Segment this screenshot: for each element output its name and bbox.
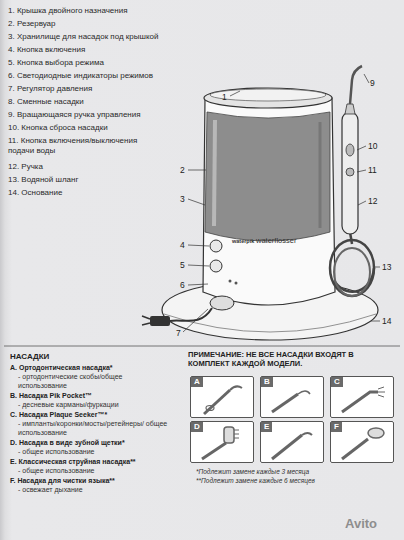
legend-list-item: 11. Кнопка включения/выключения подачи в…: [8, 136, 158, 156]
callout-number: 6: [180, 280, 185, 290]
tip-usage: - импланты/коронки/мосты/ретейнеры/ обще…: [18, 420, 168, 437]
callout-number: 3: [180, 194, 185, 204]
tip-box: A: [190, 376, 254, 418]
tip-letter: B: [261, 377, 273, 387]
tip-letter: D: [191, 422, 203, 432]
legend-list-item: 4. Кнопка включения: [8, 45, 183, 55]
legend-list-item: 9. Вращающаяся ручка управления: [8, 110, 183, 120]
tip-box: F: [330, 421, 394, 463]
legend-list-item: 5. Кнопка выбора режима: [8, 58, 183, 68]
brand-text: waterpik: [232, 238, 254, 245]
callout-number: 1: [222, 92, 227, 102]
section-heading: НАСАДКИ: [10, 352, 49, 362]
legend-list-item: 1. Крышка двойного назначения: [8, 6, 183, 16]
tip-letter: C: [331, 377, 343, 387]
tip-usage: - общее использование: [18, 448, 168, 457]
callout-number: 9: [370, 78, 375, 88]
callout-number: 12: [368, 196, 377, 206]
legend-list-item: 2. Резервуар: [8, 19, 183, 29]
callout-number: 11: [368, 165, 377, 175]
brand-text: waterflosser: [256, 236, 296, 245]
legend-list-item: 3. Хранилище для насадок под крышкой: [8, 32, 183, 42]
tip-name: C. Насадка Plaque Seeker™*: [10, 411, 178, 420]
legend-list-item: 8. Сменные насадки: [8, 97, 183, 107]
legend-list-item: 6. Светодиодные индикаторы режимов: [8, 71, 183, 81]
tip-usage: - ортодонтические скобы/общее использова…: [18, 373, 168, 390]
watermark: Avito: [345, 516, 377, 531]
tip-box: B: [260, 376, 324, 418]
tip-usage: - десневые карманы/фуркации: [18, 401, 168, 410]
tip-usage: - общее использование: [18, 467, 168, 476]
tip-letter: E: [261, 422, 272, 432]
footnote: **Подлежит замене каждые 6 месяцев: [196, 477, 315, 485]
tip-name: A. Ортодонтическая насадка*: [10, 364, 178, 373]
tip-name: F. Насадка для чистки языка**: [10, 477, 178, 486]
tip-name: E. Классическая струйная насадка**: [10, 458, 178, 467]
note-text: ПРИМЕЧАНИЕ: НЕ ВСЕ НАСАДКИ ВХОДЯТ В КОМП…: [188, 350, 368, 368]
callout-number: 2: [180, 165, 185, 175]
callout-number: 5: [180, 260, 185, 270]
legend-list-item: 10. Кнопка сброса насадки: [8, 123, 183, 133]
tip-name: D. Насадка в виде зубной щетки*: [10, 439, 178, 448]
callout-number: 10: [368, 141, 377, 151]
legend-list-item: 12. Ручка: [8, 162, 183, 172]
tip-box: C: [330, 376, 394, 418]
tip-letter: F: [331, 422, 342, 432]
tip-name: B. Насадка Pik Pocket™: [10, 392, 178, 401]
tip-box: D: [190, 421, 254, 463]
callout-number: 7: [176, 328, 181, 338]
legend-list-item: 13. Водяной шланг: [8, 175, 183, 185]
legend-list-item: 7. Регулятор давления: [8, 84, 183, 94]
tip-box: E: [260, 421, 324, 463]
callout-number: 4: [180, 240, 185, 250]
callout-number: 14: [382, 316, 391, 326]
legend-list-item: 14. Основание: [8, 188, 183, 198]
tip-letter: A: [191, 377, 203, 387]
callout-number: 13: [382, 262, 391, 272]
footnote: *Подлежит замене каждые 3 месяца: [196, 468, 309, 476]
tip-usage: - освежает дыхание: [18, 486, 168, 495]
